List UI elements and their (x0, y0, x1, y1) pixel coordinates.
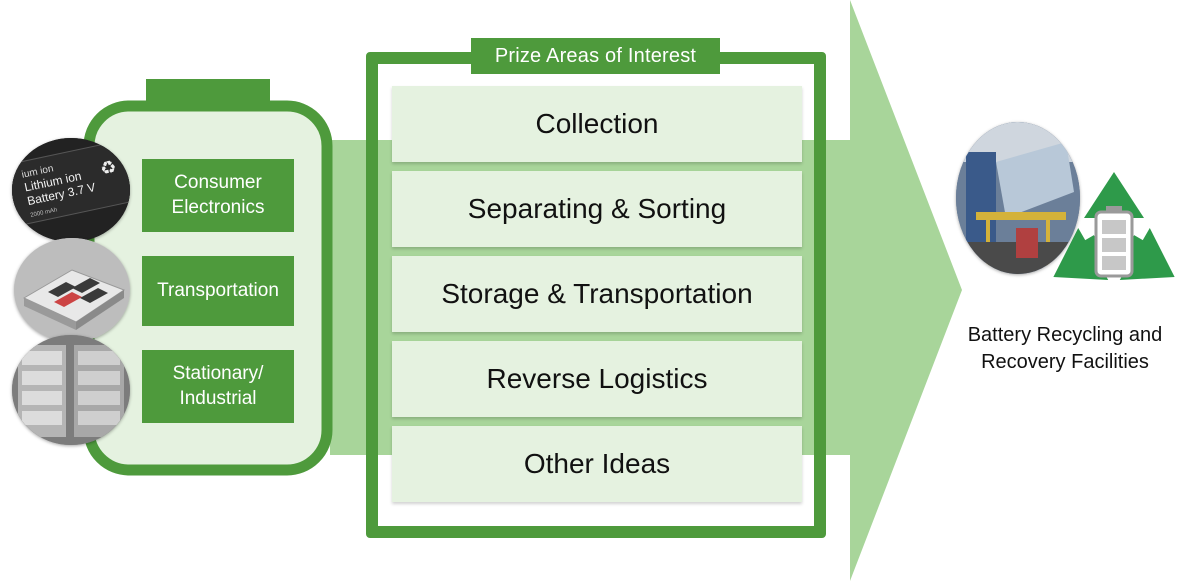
sector-label: Transportation (157, 279, 279, 301)
sector-label: Consumer Electronics (171, 171, 265, 218)
battery-terminal (146, 79, 270, 111)
recycle-symbol-icon: ♻ (98, 156, 118, 179)
facility-label-line1: Battery Recycling and (967, 324, 1163, 346)
facility-label-line2: Recovery Facilities (981, 351, 1149, 373)
area-reverse-logistics: Reverse Logistics (392, 341, 802, 417)
sector-consumer-electronics: Consumer Electronics (142, 159, 294, 232)
sector-label: Stationary/ Industrial (172, 362, 264, 409)
battery-print-4: 2000 mAh (30, 207, 58, 219)
area-other-ideas: Other Ideas (392, 426, 802, 502)
battery-rack-photo (12, 335, 130, 445)
ev-battery-pack-photo (14, 238, 130, 342)
sector-transportation: Transportation (142, 256, 294, 326)
sector-stationary-industrial: Stationary/ Industrial (142, 350, 294, 423)
lithium-ion-battery-photo: ium ion Lithium ion Battery 3.7 V 2000 m… (12, 138, 130, 242)
prize-areas-frame (366, 52, 826, 538)
recycle-battery-icon (1053, 172, 1175, 280)
area-separating-sorting: Separating & Sorting (392, 171, 802, 247)
recycling-facility-photo (956, 122, 1080, 274)
facility-label: Battery Recycling and Recovery Facilitie… (945, 322, 1185, 376)
area-storage-transportation: Storage & Transportation (392, 256, 802, 332)
prize-areas-title: Prize Areas of Interest (471, 38, 720, 74)
area-collection: Collection (392, 86, 802, 162)
